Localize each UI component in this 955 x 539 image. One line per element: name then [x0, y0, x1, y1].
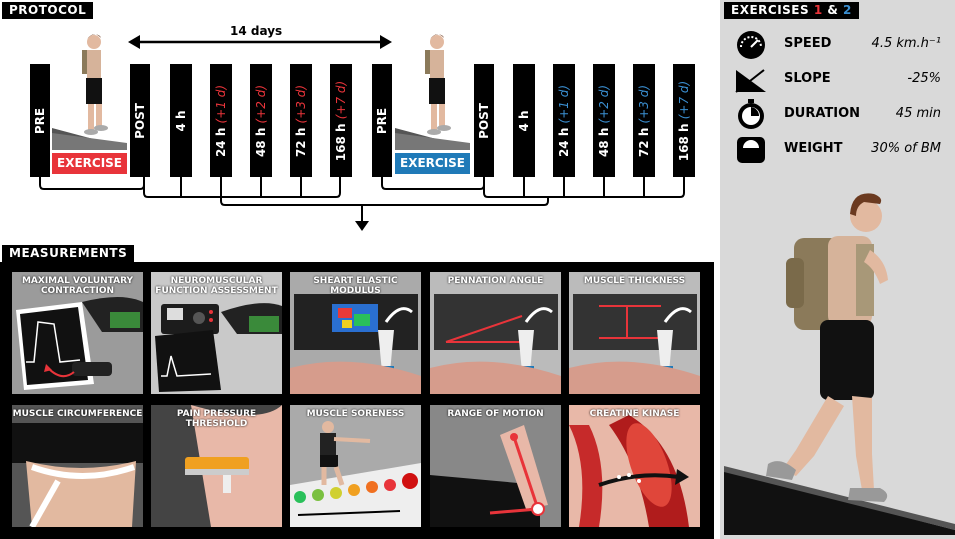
pennation-angle-illustration	[430, 294, 561, 394]
ex2-tp-delay: (+2 d)	[597, 84, 611, 123]
ex2-timepoint-48h: 48 h (+2 d)	[593, 64, 615, 177]
ex1-post-column: POST	[130, 64, 150, 177]
ex2-post-column: POST	[474, 64, 494, 177]
exercise2-hiker-illustration	[395, 34, 470, 150]
exercise1-hiker-illustration	[52, 34, 127, 150]
ex1-tp-main: 24 h	[214, 127, 228, 157]
shear-elastic-illustration	[290, 294, 421, 394]
speed-value: 4.5 km.h⁻¹	[871, 36, 941, 51]
ex1-tp-main: 72 h	[294, 127, 308, 157]
nmf-illustration	[155, 303, 282, 392]
tile-muscle-thickness: MUSCLE THICKNESS	[569, 272, 700, 394]
tile-maximal-voluntary-contraction: MAXIMAL VOLUNTARY CONTRACTION	[12, 272, 143, 394]
ex1-post-label: POST	[133, 102, 147, 139]
ex1-tp-delay: (+3 d)	[294, 84, 308, 123]
fourteen-days-arrow	[128, 35, 392, 49]
tile-pennation-angle: PENNATION ANGLE	[430, 272, 561, 394]
tile-title: RANGE OF MOTION	[447, 409, 544, 419]
weight-icon	[737, 137, 765, 163]
tile-title: MUSCLE THICKNESS	[583, 276, 686, 286]
exercise2-label: EXERCISE 2	[395, 153, 470, 191]
tile-pain-pressure-threshold: PAIN PRESSURE THRESHOLD	[151, 405, 282, 527]
tile-title: NEUROMUSCULAR FUNCTION ASSESSMENT	[155, 276, 278, 296]
ex1-timepoint-4h: 4 h	[170, 64, 192, 177]
duration-key: DURATION	[784, 106, 861, 121]
exercises-header-amp: &	[827, 3, 839, 17]
ex2-pre-label: PRE	[375, 107, 389, 134]
ex2-tp-delay: (+7 d)	[677, 80, 691, 119]
ex1-tp-main: 168 h	[334, 122, 348, 161]
ex1-tp-main: 48 h	[254, 127, 268, 157]
measurements-header: MEASUREMENTS	[2, 245, 135, 262]
ex1-pre-label: PRE	[33, 107, 47, 134]
ex1-tp-main: 4 h	[174, 109, 188, 132]
hiker-illustration	[724, 193, 955, 535]
mvc-illustration	[16, 297, 143, 390]
tile-muscle-circumference: MUSCLE CIRCUMFERENCE	[12, 405, 143, 527]
speedometer-icon	[737, 31, 765, 59]
tile-title: MUSCLE CIRCUMFERENCE	[12, 409, 143, 419]
tile-title: PENNATION ANGLE	[447, 276, 544, 286]
ex2-timepoint-4h: 4 h	[513, 64, 535, 177]
duration-value: 45 min	[895, 106, 941, 121]
ex1-tp-delay: (+1 d)	[214, 84, 228, 123]
exercises-header-num1: 1	[813, 3, 823, 17]
ex1-timepoint-48h: 48 h (+2 d)	[250, 64, 272, 177]
ex2-timepoint-72h: 72 h (+3 d)	[633, 64, 655, 177]
pain-pressure-illustration	[185, 405, 282, 527]
tile-title: SHEART ELASTIC MODULUS	[313, 276, 398, 296]
ex2-tp-delay: (+3 d)	[637, 84, 651, 123]
tile-title: PAIN PRESSURE THRESHOLD	[176, 409, 257, 429]
ex1-timepoint-24h: 24 h (+1 d)	[210, 64, 232, 177]
weight-key: WEIGHT	[784, 141, 843, 156]
measurement-bracket-connectors	[39, 177, 685, 231]
tile-title: MAXIMAL VOLUNTARY CONTRACTION	[21, 276, 134, 296]
ex2-post-label: POST	[477, 102, 491, 139]
ex2-tp-main: 168 h	[677, 122, 691, 161]
tile-range-of-motion: RANGE OF MOTION	[430, 405, 561, 527]
tile-title: MUSCLE SORENESS	[306, 409, 405, 419]
weight-value: 30% of BM	[871, 141, 941, 156]
exercises-header: EXERCISES 1 & 2	[724, 2, 859, 19]
ex2-tp-main: 24 h	[557, 127, 571, 157]
speed-key: SPEED	[784, 36, 832, 51]
range-of-motion-illustration	[430, 425, 548, 527]
tile-creatine-kinase: CREATINE KINASE	[569, 405, 700, 527]
fourteen-days-label: 14 days	[230, 24, 283, 38]
slope-key: SLOPE	[784, 71, 831, 86]
ex1-timepoint-72h: 72 h (+3 d)	[290, 64, 312, 177]
ex2-tp-main: 72 h	[637, 127, 651, 157]
muscle-soreness-illustration	[290, 421, 421, 527]
exercise1-label: EXERCISE 1	[52, 153, 127, 191]
muscle-thickness-illustration	[569, 294, 700, 394]
ex2-pre-column: PRE	[372, 64, 392, 177]
ex2-timepoint-24h: 24 h (+1 d)	[553, 64, 575, 177]
stopwatch-icon	[738, 99, 764, 129]
ex2-timepoint-168h: 168 h (+7 d)	[673, 64, 695, 177]
ex1-tp-delay: (+7 d)	[334, 80, 348, 119]
muscle-circumference-illustration	[12, 423, 143, 527]
ex1-timepoint-168h: 168 h (+7 d)	[330, 64, 352, 177]
slope-icon	[735, 69, 766, 93]
ex1-pre-column: PRE	[30, 64, 50, 177]
tile-title: CREATINE KINASE	[589, 409, 680, 419]
tile-muscle-soreness: MUSCLE SORENESS	[290, 405, 421, 527]
exercises-header-num2: 2	[843, 3, 852, 17]
ex2-tp-main: 4 h	[517, 109, 531, 132]
slope-value: -25%	[907, 71, 941, 86]
ex2-tp-delay: (+1 d)	[557, 84, 571, 123]
protocol-header: PROTOCOL	[2, 2, 94, 19]
tile-shear-elastic-modulus: SHEART ELASTIC MODULUS	[290, 272, 421, 394]
tile-neuromuscular-function-assessment: NEUROMUSCULAR FUNCTION ASSESSMENT	[151, 272, 282, 394]
ex2-tp-main: 48 h	[597, 127, 611, 157]
exercises-header-prefix: EXERCISES	[731, 3, 810, 17]
creatine-kinase-illustration	[569, 415, 689, 527]
ex1-tp-delay: (+2 d)	[254, 84, 268, 123]
